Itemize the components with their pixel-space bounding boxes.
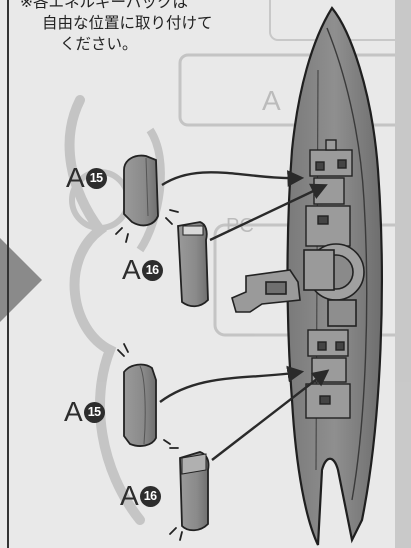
energy-pack-a16-lower	[180, 452, 209, 530]
part-letter: A	[120, 482, 139, 510]
step-arrow-icon	[0, 238, 42, 322]
note-line-2: 自由な位置に取り付けて	[20, 13, 270, 34]
note-line-3: ください。	[20, 34, 270, 55]
arrow-a15-upper	[162, 172, 300, 185]
callout-a16-lower: A 16	[120, 482, 161, 510]
part-number-badge: 16	[142, 260, 163, 281]
shield-part	[232, 8, 382, 545]
lower-socket-cluster	[306, 330, 350, 418]
part-letter: A	[64, 398, 83, 426]
callout-a16-upper: A 16	[122, 256, 163, 284]
energy-pack-a16-upper	[178, 222, 208, 306]
part-number-badge: 16	[140, 486, 161, 507]
background-box-letter: A	[262, 85, 281, 116]
energy-pack-a15-upper	[124, 156, 158, 226]
callout-a15-lower: A 15	[64, 398, 105, 426]
note-line-1: ※各エネルギーパックは	[20, 0, 188, 11]
arrow-a15-lower	[160, 372, 300, 402]
part-number-badge: 15	[86, 168, 107, 189]
callout-a15-upper: A 15	[66, 164, 107, 192]
part-number-badge: 15	[84, 402, 105, 423]
part-letter: A	[66, 164, 85, 192]
part-letter: A	[122, 256, 141, 284]
energy-pack-a15-lower	[124, 365, 156, 446]
attachment-note: ※各エネルギーパックは 自由な位置に取り付けて ください。	[20, 0, 270, 55]
